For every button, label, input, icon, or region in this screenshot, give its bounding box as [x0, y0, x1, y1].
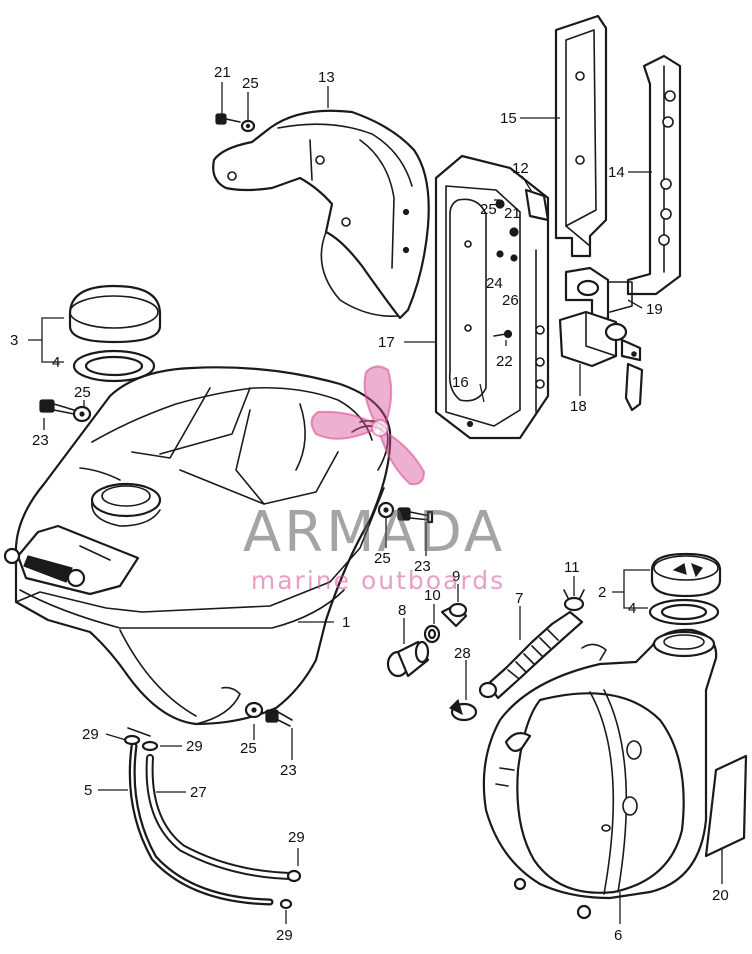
callout-25: 25: [242, 75, 259, 92]
washer-25-right: [377, 501, 395, 519]
part-4-gasket-right: [648, 598, 720, 626]
part-3-cap: [68, 284, 162, 344]
callout-26: 26: [502, 292, 519, 309]
part-17-side-cover: [434, 154, 550, 440]
callout-7: 7: [515, 590, 523, 607]
callout-23: 23: [414, 558, 431, 575]
washer-25-top: [240, 119, 256, 133]
part-8-fitting: [386, 640, 430, 678]
part-18-lock: [558, 310, 644, 412]
callout-10: 10: [424, 587, 441, 604]
callout-4: 4: [52, 354, 60, 371]
part-1-fuel-tank: [3, 366, 392, 737]
part-2-cap: [650, 552, 722, 598]
callout-18: 18: [570, 398, 587, 415]
part-4-gasket: [72, 349, 156, 383]
bolt-23-right: [397, 507, 434, 524]
part-5-hose: [128, 742, 274, 906]
callout-12: 12: [512, 160, 529, 177]
callout-labels: 21 25 13 15 14 12 25 21 24 26 19 17 22 1…: [10, 64, 729, 944]
callout-4: 4: [628, 600, 636, 617]
part-9-cap: [440, 602, 468, 628]
callout-14: 14: [608, 164, 625, 181]
part-27-hose: [145, 754, 294, 880]
callout-27: 27: [190, 784, 207, 801]
part-6-oil-tank: [482, 628, 718, 920]
callout-16: 16: [452, 374, 469, 391]
callout-21: 21: [504, 205, 521, 222]
callout-11: 11: [564, 559, 580, 576]
washer-25-left: [72, 405, 92, 423]
callout-15: 15: [500, 110, 517, 127]
part-19-lock-bracket: [564, 266, 633, 326]
callout-24: 24: [486, 275, 503, 292]
bolt-21-top: [215, 113, 241, 125]
callout-2: 2: [598, 584, 606, 601]
callout-5: 5: [84, 782, 92, 799]
callout-20: 20: [712, 887, 729, 904]
callout-3: 3: [10, 332, 18, 349]
callout-25: 25: [480, 201, 497, 218]
callout-28: 28: [454, 645, 471, 662]
leader-lines: [28, 82, 723, 924]
callout-23: 23: [280, 762, 297, 779]
part-7-hose: [478, 610, 584, 700]
clamp-11: [563, 589, 585, 612]
clamp-28: [448, 698, 478, 722]
callout-29: 29: [288, 829, 305, 846]
callout-29: 29: [82, 726, 99, 743]
part-15-plate: [554, 14, 608, 258]
callout-17: 17: [378, 334, 395, 351]
callout-21: 21: [214, 64, 231, 81]
bolt-23-left: [39, 399, 75, 415]
callout-9: 9: [452, 568, 460, 585]
callout-22: 22: [496, 353, 513, 370]
screw-22: [493, 329, 513, 339]
callout-29: 29: [276, 927, 293, 944]
part-10-washer: [423, 624, 441, 644]
callout-8: 8: [398, 602, 406, 619]
part-12-clip: [524, 188, 550, 222]
callout-6: 6: [614, 927, 622, 944]
callout-25: 25: [374, 550, 391, 567]
callout-23: 23: [32, 432, 49, 449]
bolt-23-bottom: [265, 709, 293, 727]
part-20-label: [704, 754, 748, 858]
callout-13: 13: [318, 69, 335, 86]
washer-25-bottom: [244, 701, 264, 719]
callout-19: 19: [646, 301, 663, 318]
fasteners-21-24-25-26: [495, 199, 519, 262]
part-13-rear-bracket: [212, 109, 430, 320]
clips-29: [123, 734, 302, 910]
callout-25: 25: [240, 740, 257, 757]
part-14-bracket: [626, 54, 682, 296]
callout-25: 25: [74, 384, 91, 401]
callout-29: 29: [186, 738, 203, 755]
callout-1: 1: [342, 614, 350, 631]
